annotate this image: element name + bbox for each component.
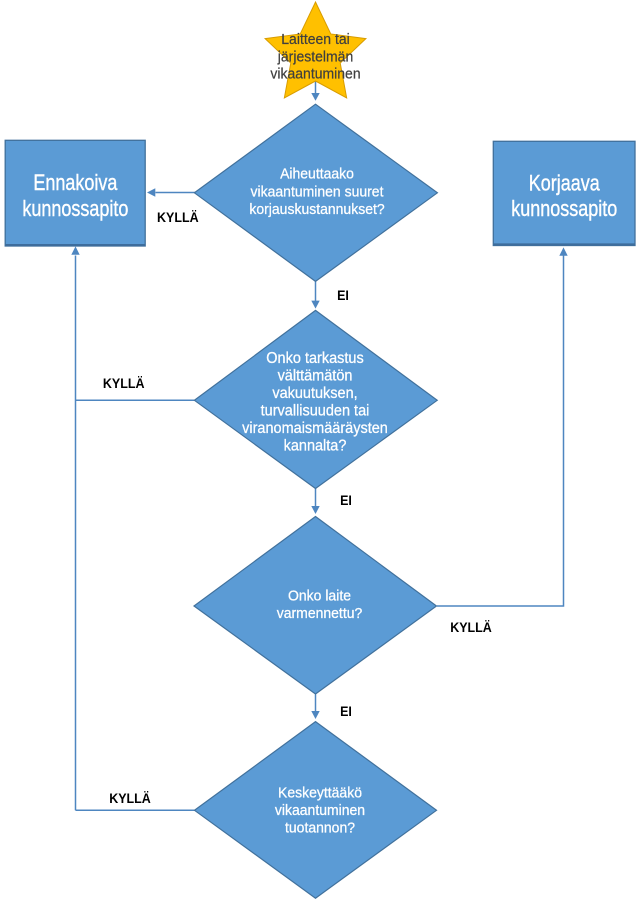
svg-text:EI: EI [337, 287, 349, 303]
svg-text:KYLLÄ: KYLLÄ [450, 619, 492, 635]
svg-text:turvallisuuden tai: turvallisuuden tai [261, 402, 370, 420]
svg-text:KYLLÄ: KYLLÄ [103, 375, 145, 391]
svg-text:vakuutuksen,: vakuutuksen, [272, 385, 357, 403]
svg-text:Ennakoiva: Ennakoiva [33, 171, 118, 195]
svg-text:välttämätön: välttämätön [278, 367, 353, 385]
svg-text:varmennettu?: varmennettu? [277, 605, 363, 622]
svg-text:vikaantuminen: vikaantuminen [270, 66, 360, 83]
svg-text:Korjaava: Korjaava [529, 172, 601, 196]
svg-text:kunnossapito: kunnossapito [511, 197, 617, 221]
svg-text:tuotannon?: tuotannon? [285, 820, 355, 837]
svg-text:kannalta?: kannalta? [284, 437, 347, 455]
svg-text:Laitteen tai: Laitteen tai [281, 32, 349, 49]
svg-text:EI: EI [340, 703, 352, 719]
svg-text:Onko laite: Onko laite [288, 588, 351, 605]
svg-text:KYLLÄ: KYLLÄ [157, 209, 199, 225]
svg-text:järjestelmän: järjestelmän [277, 49, 353, 66]
svg-text:Aiheuttaako: Aiheuttaako [280, 166, 354, 183]
svg-text:vikaantuminen suuret: vikaantuminen suuret [251, 184, 384, 201]
svg-text:Onko tarkastus: Onko tarkastus [266, 350, 363, 368]
svg-text:kunnossapito: kunnossapito [22, 197, 128, 221]
svg-text:EI: EI [340, 492, 352, 508]
svg-text:Keskeyttääkö: Keskeyttääkö [278, 785, 362, 802]
svg-text:viranomaismääräysten: viranomaismääräysten [242, 420, 388, 438]
svg-text:KYLLÄ: KYLLÄ [109, 790, 151, 806]
svg-text:vikaantuminen: vikaantuminen [275, 803, 365, 820]
svg-text:korjauskustannukset?: korjauskustannukset? [249, 202, 384, 219]
